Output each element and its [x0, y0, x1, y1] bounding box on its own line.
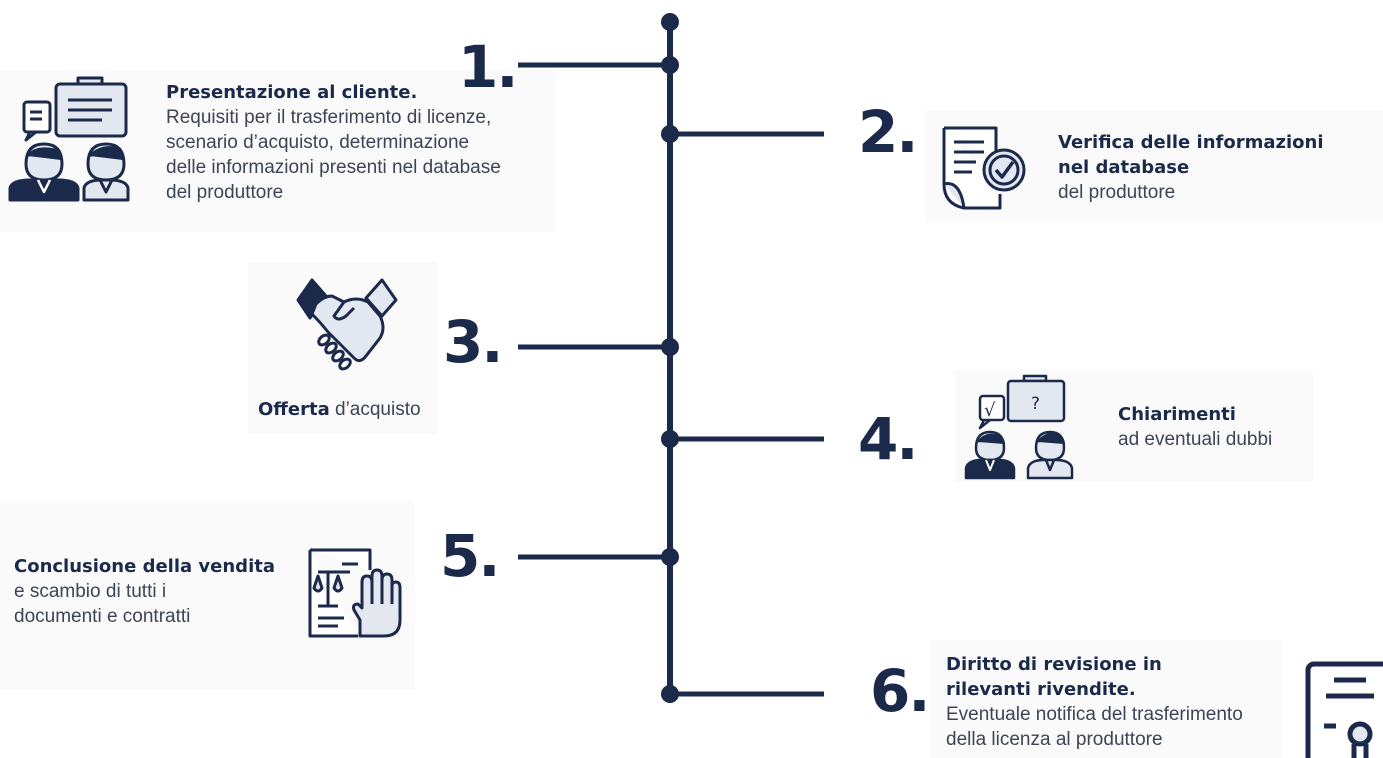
node-5 [661, 548, 679, 566]
step4-desc-line: ad eventuali dubbi [1118, 429, 1273, 450]
step3-title-suffix: d’acquisto [329, 399, 421, 420]
step2-title-line: nel database [1058, 157, 1190, 178]
step6-desc-line: della licenza al produttore [946, 729, 1163, 750]
step2-desc-line: del produttore [1058, 182, 1176, 203]
step4-text: Chiarimenti ad eventuali dubbi [1118, 402, 1318, 452]
document-check-icon [942, 126, 1026, 210]
certificate-icon [1305, 661, 1383, 758]
step6-text: Diritto di revisione in rilevanti rivend… [946, 652, 1286, 752]
step-number-3: 3. [443, 308, 503, 376]
step-number-5: 5. [440, 522, 500, 590]
legal-document-icon [308, 548, 402, 638]
step-number-2: 2. [858, 98, 918, 166]
step5-title: Conclusione della vendita [14, 556, 275, 577]
step1-desc-line: del produttore [166, 182, 284, 203]
people-question-icon: √ ? [964, 374, 1074, 480]
handshake-icon [296, 278, 398, 371]
node-2 [661, 125, 679, 143]
step2-title-line: Verifica delle informazioni [1058, 132, 1324, 153]
step1-text: Presentazione al cliente. Requisiti per … [166, 80, 556, 205]
step1-desc-line: scenario d’acquisto, determinazione [166, 132, 470, 153]
step-number-4: 4. [858, 405, 918, 473]
step6-desc-line: Eventuale notifica del trasferimento [946, 704, 1243, 725]
step6-panel [930, 640, 1282, 758]
step6-title-line: Diritto di revisione in [946, 654, 1162, 675]
node-6 [661, 685, 679, 703]
timeline-top-node [661, 13, 679, 31]
step-number-1: 1. [458, 33, 518, 101]
step5-desc-line: e scambio di tutti i [14, 581, 167, 602]
people-discussion-icon [8, 76, 130, 202]
step-number-6: 6. [870, 657, 930, 725]
step5-text: Conclusione della vendita e scambio di t… [14, 554, 304, 629]
step3-title: Offerta [258, 399, 330, 420]
step5-desc-line: documenti e contratti [14, 606, 191, 627]
step1-desc-line: Requisiti per il trasferimento di licenz… [166, 107, 492, 128]
check-glyph: √ [984, 400, 996, 421]
step5-panel [0, 500, 415, 690]
step6-title-line: rilevanti rivendite. [946, 679, 1136, 700]
step4-title: Chiarimenti [1118, 404, 1236, 425]
question-glyph: ? [1031, 394, 1040, 414]
node-1 [661, 56, 679, 74]
step3-text: Offerta d’acquisto [258, 397, 458, 422]
node-4 [661, 430, 679, 448]
step1-desc-line: delle informazioni presenti nel database [166, 157, 501, 178]
node-3 [661, 338, 679, 356]
step2-text: Verifica delle informazioni nel database… [1058, 130, 1378, 205]
step1-title: Presentazione al cliente. [166, 82, 418, 103]
